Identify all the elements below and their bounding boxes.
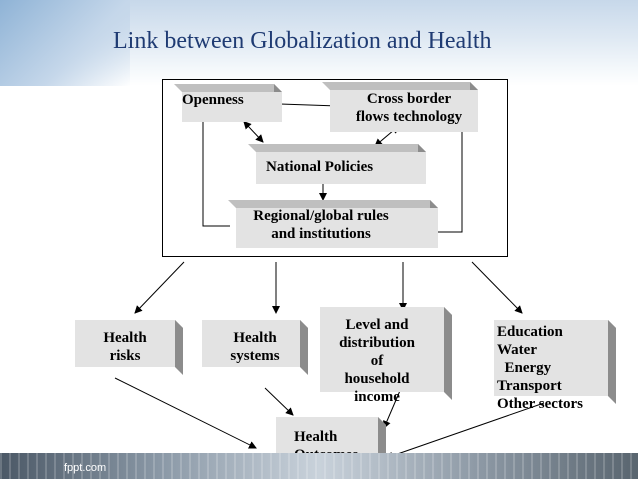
cross-border-box: Cross border flows technology <box>322 82 478 134</box>
regional-rules-box: Regional/global rules and institutions <box>228 200 438 250</box>
slide-title: Link between Globalization and Health <box>113 28 492 54</box>
openness-label: Openness <box>182 92 244 108</box>
city-stripes <box>0 453 638 479</box>
regional-rules-label: Regional/global rules and institutions <box>253 208 389 242</box>
health-risks-label: Health risks <box>103 330 147 364</box>
household-income-label: Level and distribution of household inco… <box>339 317 415 405</box>
city-background <box>0 453 638 479</box>
health-systems-label: Health systems <box>230 330 280 364</box>
health-systems-box: Health systems <box>202 320 308 375</box>
national-policies-label: National Policies <box>266 159 374 175</box>
footer-brand: fppt.com <box>64 462 107 474</box>
openness-box: Openness <box>174 84 282 124</box>
national-policies-box: National Policies <box>248 144 426 186</box>
other-sectors-box: Education Water Energy Transport Other s… <box>494 320 616 412</box>
sky-accent <box>0 0 130 86</box>
cross-border-label: Cross border flows technology <box>355 91 463 125</box>
other-sectors-label: Education Water Energy Transport Other s… <box>497 324 583 412</box>
health-risks-box: Health risks <box>75 320 183 375</box>
household-income-box: Level and distribution of household inco… <box>320 307 452 405</box>
